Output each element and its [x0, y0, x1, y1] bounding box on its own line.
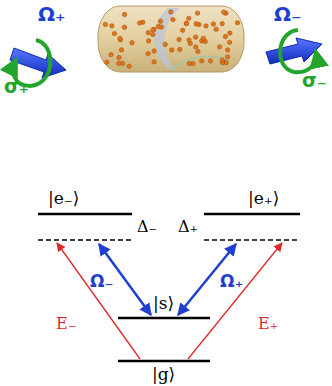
atom-dot: [228, 31, 232, 35]
beam-arrow: [266, 30, 322, 72]
atom-dot: [194, 45, 198, 49]
state-label: |e₋⟩: [48, 190, 79, 207]
atom-dot: [235, 21, 239, 25]
atom-dot: [146, 39, 150, 43]
atom-dot: [119, 48, 123, 52]
atom-dot: [180, 28, 184, 32]
detuning-label: Δ₊: [178, 219, 198, 235]
atom-dot: [112, 31, 116, 35]
atom-dot: [208, 59, 212, 63]
atom-dot: [221, 10, 225, 14]
atom-dot: [130, 41, 134, 45]
rabi-frequency: Ω₋: [274, 4, 302, 24]
energy-levels: [38, 214, 300, 361]
atom-dot: [211, 22, 215, 26]
atom-dot: [163, 42, 167, 46]
atom-dot: [225, 55, 229, 59]
atom-cell: [98, 6, 244, 72]
atom-dot: [223, 34, 227, 38]
atom-dot: [187, 61, 191, 65]
atom-dot: [184, 21, 188, 25]
atom-dot: [193, 35, 197, 39]
rabi-frequency: Ω₊: [220, 273, 243, 290]
atom-dot: [146, 31, 150, 35]
atom-dot: [152, 60, 156, 64]
rabi-frequency: Ω₊: [38, 4, 66, 24]
atom-dot: [220, 21, 224, 25]
atom-dot: [151, 28, 155, 32]
detuning-label: Δ₋: [137, 219, 157, 235]
atom-dot: [187, 38, 191, 42]
atom-dot: [201, 36, 205, 40]
atom-dot: [214, 27, 218, 31]
atom-dot: [194, 22, 198, 26]
atom-dot: [220, 58, 224, 62]
atom-dot: [146, 51, 150, 55]
polarization: σ₋: [302, 71, 327, 90]
probe-transitions: [57, 243, 282, 359]
atom-dot: [151, 32, 155, 36]
atom-dot: [109, 52, 113, 56]
atom-dot: [122, 25, 126, 29]
atom-dot: [195, 11, 199, 15]
atom-dot: [196, 49, 200, 53]
atom-dot: [200, 59, 204, 63]
state-label: |s⟩: [153, 295, 174, 312]
control-transitions: [99, 244, 236, 315]
atom-dot: [158, 19, 162, 23]
probe-field: E₋: [56, 316, 76, 332]
atom-dot: [156, 24, 160, 28]
atom-dot: [177, 37, 181, 41]
atom-dot: [171, 17, 175, 21]
atom-dot: [137, 21, 141, 25]
virtual-levels: [38, 239, 300, 240]
atom-dot: [169, 48, 173, 52]
state-label: |e₊⟩: [248, 190, 279, 207]
atom-dot: [117, 61, 121, 65]
atom-dot: [187, 16, 191, 20]
atom-dot: [152, 27, 156, 31]
atom-dot: [103, 22, 107, 26]
atom-dot: [110, 24, 114, 28]
atom-dot: [169, 10, 173, 14]
probe-field: E₊: [258, 316, 278, 332]
atom-dot: [184, 21, 188, 25]
atom-dot: [217, 45, 221, 49]
rabi-frequency: Ω₋: [90, 273, 113, 290]
atom-dot: [117, 55, 121, 59]
atom-dot: [118, 36, 122, 40]
atom-dot: [127, 64, 131, 68]
atom-dot: [152, 49, 156, 53]
atom-dot: [226, 48, 230, 52]
atom-dot: [204, 24, 208, 28]
atom-dot: [178, 47, 182, 51]
atom-dot: [227, 40, 231, 44]
state-label: |g⟩: [152, 366, 175, 383]
atom-dot: [122, 12, 126, 16]
atom-dot: [105, 60, 109, 64]
polarization: σ₊: [4, 77, 29, 96]
